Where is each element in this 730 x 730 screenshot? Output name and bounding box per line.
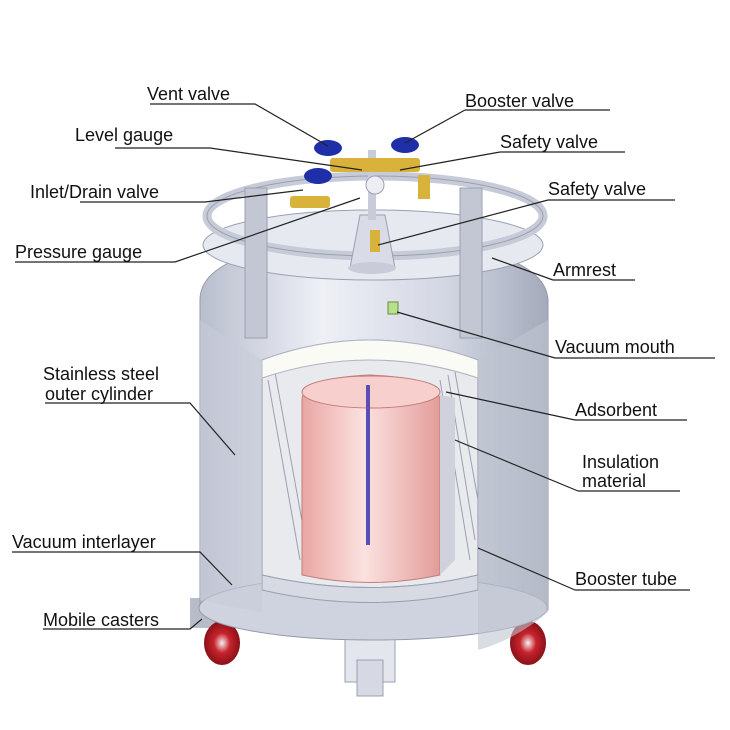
label-pressure-gauge: Pressure gauge [15,242,143,262]
vacuum-mouth [387,301,399,315]
label-level-gauge: Level gauge [75,125,174,145]
label-vacuum-mouth: Vacuum mouth [555,337,675,357]
label-outer-cylinder-line2: outer cylinder [45,384,154,404]
vent-valve-handle [314,140,342,156]
label-safety-valve-2: Safety valve [548,179,647,199]
label-booster-tube: Booster tube [575,569,678,589]
label-vent-valve: Vent valve [147,84,231,104]
inlet-drain-valve-handle [304,168,332,184]
label-vacuum-interlayer: Vacuum interlayer [12,532,156,552]
label-outer-cylinder-line1: Stainless steel [43,364,160,384]
adsorbent [440,395,455,575]
cutaway-section [261,339,479,603]
pressure-gauge [365,175,385,195]
label-insulation-line2: material [582,471,647,491]
label-adsorbent: Adsorbent [575,400,658,420]
label-armrest: Armrest [553,260,616,280]
safety-valve-brass [370,230,380,252]
leader-lines [12,103,715,630]
valve-assembly [290,137,430,274]
label-safety-valve-1: Safety valve [500,132,599,152]
label-inlet-drain-valve: Inlet/Drain valve [30,182,160,202]
booster-valve-handle [391,137,419,153]
label-insulation-line1: Insulation [582,452,660,472]
label-booster-valve: Booster valve [465,91,575,111]
label-mobile-casters: Mobile casters [43,610,160,630]
level-rod [366,385,370,545]
